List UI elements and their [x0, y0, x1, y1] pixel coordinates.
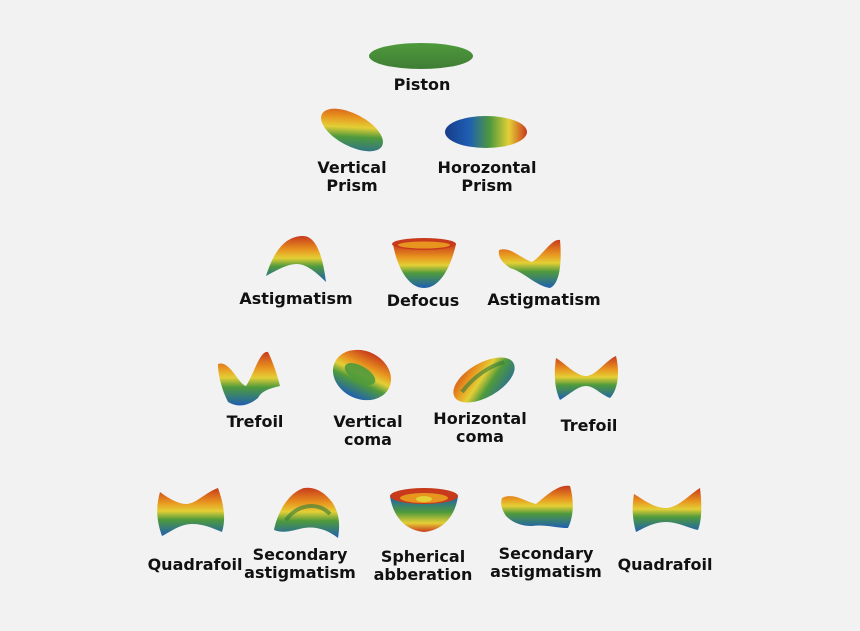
defocus-surface [392, 238, 456, 288]
quadrafoil-right-surface [632, 488, 702, 532]
spherical-aberration-surface [390, 488, 458, 532]
label-piston: Piston [393, 75, 451, 94]
label-trefoil-left: Trefoil [226, 412, 284, 431]
label-quadrafoil-right: Quadrafoil [617, 555, 713, 574]
horizontal-prism-surface [445, 116, 527, 148]
astigmatism-left-surface [266, 236, 326, 282]
label-trefoil-right: Trefoil [560, 416, 618, 435]
label-quadrafoil-left: Quadrafoil [147, 555, 243, 574]
piston-surface [369, 43, 473, 69]
secondary-astigmatism-right-surface [501, 485, 573, 528]
label-astigmatism-right: Astigmatism [487, 290, 601, 309]
quadrafoil-left-surface [157, 488, 225, 536]
vertical-coma-surface [332, 349, 392, 401]
secondary-astigmatism-left-surface [274, 487, 340, 538]
astigmatism-right-surface [498, 239, 561, 288]
label-astigmatism-left: Astigmatism [239, 289, 353, 308]
trefoil-right-surface [554, 356, 618, 400]
vertical-prism-surface [321, 108, 383, 152]
horizontal-coma-surface [453, 357, 515, 403]
label-defocus: Defocus [386, 291, 460, 310]
trefoil-left-surface [218, 351, 280, 406]
